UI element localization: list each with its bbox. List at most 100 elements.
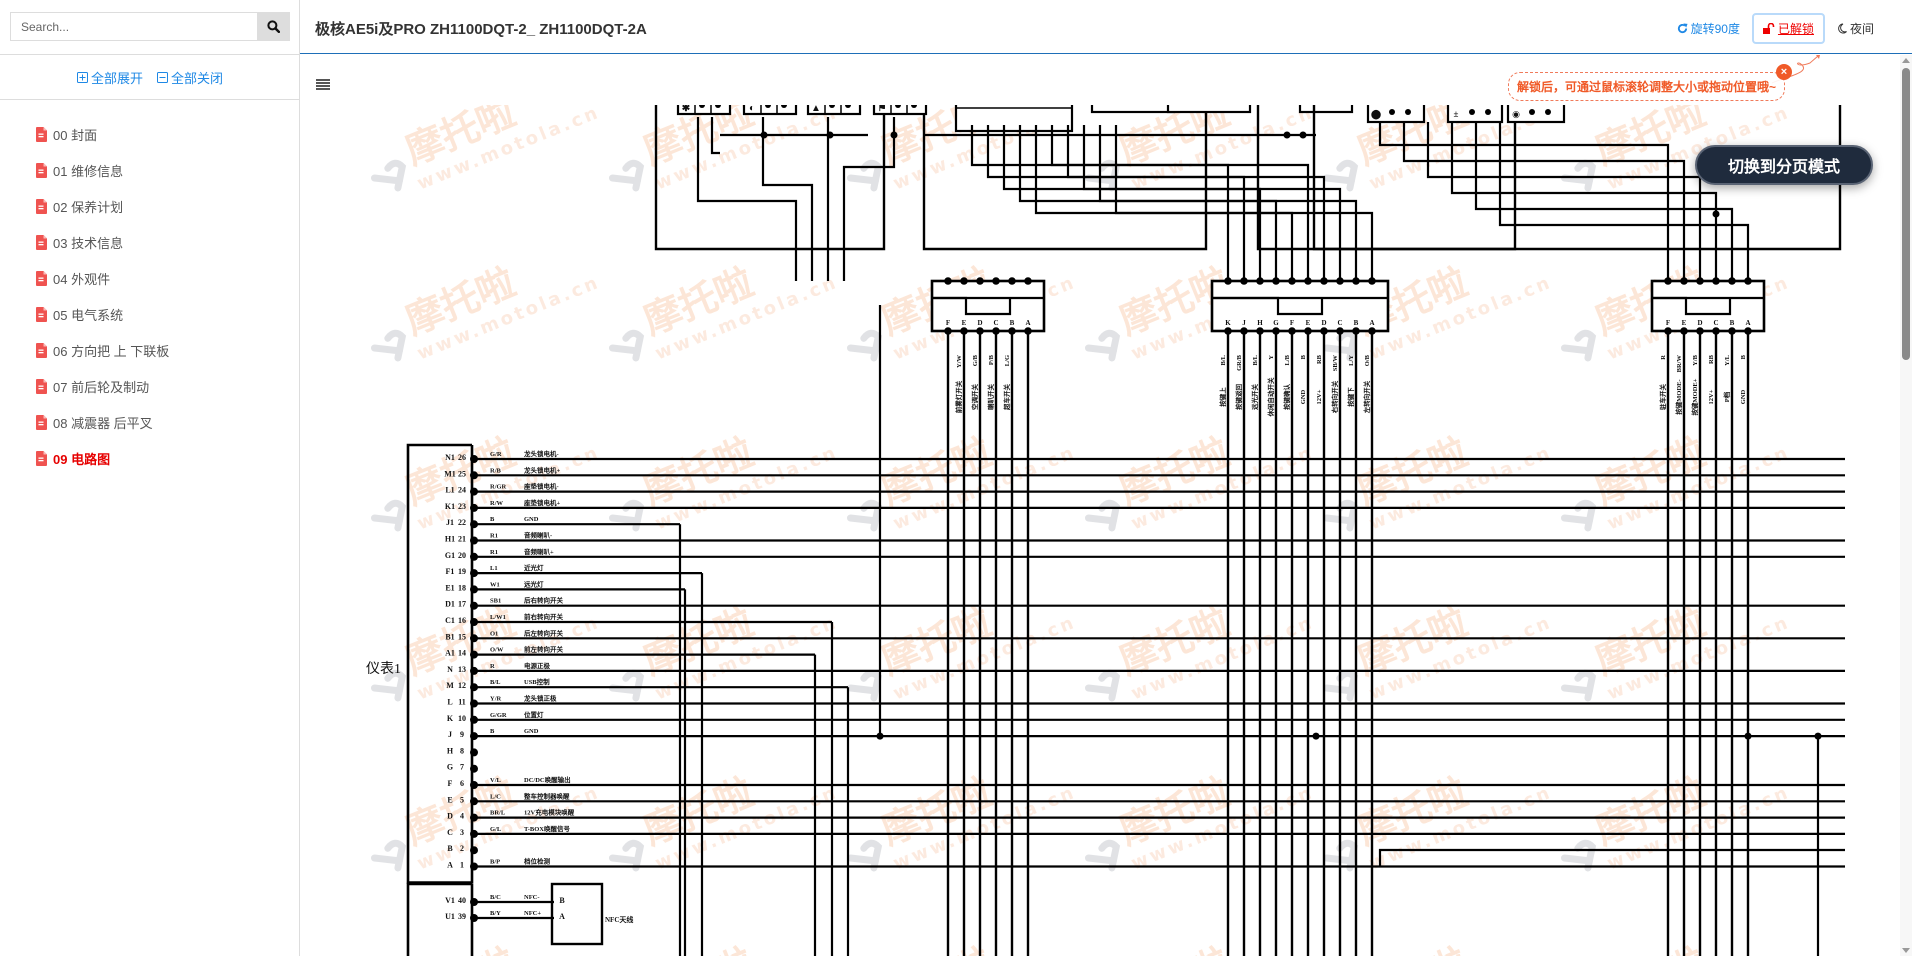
sidebar-item-7[interactable]: 07 前后轮及制动 [36,368,169,404]
unlock-button[interactable]: 已解锁 [1751,13,1825,44]
svg-text:座垫锁电机+: 座垫锁电机+ [523,498,561,507]
svg-text:G: G [1273,319,1279,327]
svg-text:L/Y: L/Y [1348,355,1355,366]
search-button[interactable] [257,12,290,41]
plus-square-icon [76,71,88,83]
svg-text:G: G [447,763,453,772]
sidebar-item-8[interactable]: 08 减震器 后平叉 [36,404,169,440]
svg-text:BR/L: BR/L [490,810,506,817]
svg-text:L/G: L/G [1004,355,1011,366]
collapse-all-button[interactable]: 全部关闭 [157,66,223,88]
svg-text:N1: N1 [445,453,455,462]
svg-text:24: 24 [458,486,466,495]
vertical-scrollbar[interactable] [1900,55,1912,956]
rotate-icon [1677,23,1688,34]
svg-text:H1: H1 [445,535,455,544]
sidebar-item-5[interactable]: 05 电气系统 [36,296,169,332]
wiring-diagram[interactable]: 摩托啦 www.motola.cn 摩托啦 www.motola.cn 摩托啦 … [300,105,1900,956]
night-mode-button[interactable]: 夜间 [1837,20,1874,37]
svg-text:B: B [447,844,453,853]
sidebar-item-6[interactable]: 06 方向把 上 下联板 [36,332,169,368]
svg-text:摩托啦: 摩托啦 [637,940,759,956]
svg-text:U1: U1 [445,912,455,921]
svg-text:RB: RB [1316,354,1323,364]
svg-text:近光灯: 近光灯 [524,563,544,572]
menu-icon[interactable] [316,79,330,91]
svg-text:D1: D1 [445,600,455,609]
svg-text:座垫锁电机-: 座垫锁电机- [523,482,559,491]
sidebar-item-label: 09 电路图 [53,451,111,467]
svg-text:R: R [490,663,495,670]
svg-text:摩托啦: 摩托啦 [399,940,521,956]
expand-all-label: 全部展开 [90,70,143,86]
svg-text:J1: J1 [446,518,454,527]
sidebar-item-1[interactable]: 01 维修信息 [36,152,169,188]
svg-text:E: E [447,795,452,804]
svg-text:C: C [1337,319,1342,327]
scroll-thumb[interactable] [1902,68,1910,360]
document-icon [36,126,47,142]
svg-text:B: B [490,516,495,523]
diagram-viewer[interactable]: 摩托啦 www.motola.cn 摩托啦 www.motola.cn 摩托啦 … [300,55,1912,956]
svg-text:L: L [447,698,452,707]
svg-text:NFC-: NFC- [524,894,540,901]
svg-text:3: 3 [460,828,464,837]
svg-text:G/R: G/R [490,451,502,458]
scroll-up-arrow-icon[interactable] [1902,58,1910,63]
svg-text:Y/R: Y/R [490,696,502,703]
svg-text:20: 20 [458,551,466,560]
sidebar-item-9[interactable]: 09 电路图 [36,440,169,476]
svg-text:8: 8 [460,746,464,755]
svg-text:档位检测: 档位检测 [523,857,551,866]
svg-text:18: 18 [458,583,466,592]
document-icon [36,342,47,358]
sidebar-item-4[interactable]: 04 外观件 [36,260,169,296]
svg-text:GND: GND [524,516,539,523]
svg-text:USB控制: USB控制 [524,677,550,686]
sidebar-item-label: 06 方向把 上 下联板 [53,343,170,359]
svg-text:V/L: V/L [490,777,502,784]
svg-text:龙头锁正极: 龙头锁正极 [523,694,557,703]
svg-text:R/B: R/B [490,467,502,474]
svg-text:按键确认: 按键确认 [1282,384,1291,411]
svg-text:39: 39 [458,912,466,921]
svg-text:5: 5 [460,795,464,804]
page-mode-button[interactable]: 切换到分页模式 [1695,145,1873,185]
svg-text:R1: R1 [490,533,498,540]
svg-text:D: D [977,319,982,327]
sidebar-item-label: 00 封面 [53,127,98,143]
unlock-icon [1762,23,1775,34]
svg-text:E1: E1 [445,583,454,592]
svg-text:超车开关: 超车开关 [1002,384,1011,412]
svg-text:龙头锁电机+: 龙头锁电机+ [523,465,561,474]
svg-text:A: A [447,861,453,870]
sidebar-item-0[interactable]: 00 封面 [36,116,169,152]
svg-text:GND: GND [1740,389,1747,404]
rotate-button[interactable]: 旋转90度 [1677,20,1740,37]
document-icon [36,378,47,394]
svg-text:P/B: P/B [988,354,995,365]
document-icon [36,198,47,214]
document-icon [36,450,47,466]
sidebar-item-2[interactable]: 02 保养计划 [36,188,169,224]
svg-text:M1: M1 [444,469,456,478]
sidebar-item-3[interactable]: 03 技术信息 [36,224,169,260]
tooltip-close-button[interactable]: × [1776,64,1793,80]
document-icon [36,306,47,322]
svg-text:25: 25 [458,469,466,478]
scroll-down-arrow-icon[interactable] [1902,948,1910,953]
svg-text:C1: C1 [445,616,455,625]
svg-text:G/B: G/B [972,354,979,366]
svg-text:B: B [1300,354,1307,359]
expand-all-button[interactable]: 全部展开 [76,66,143,88]
search-input[interactable] [10,12,257,41]
svg-text:B/L: B/L [490,679,501,686]
svg-text:V1: V1 [445,896,455,905]
svg-text:A: A [559,912,565,921]
svg-text:按键下: 按键下 [1346,387,1355,407]
svg-text:B: B [490,728,495,735]
svg-text:F1: F1 [446,567,455,576]
svg-text:B/P: B/P [490,859,500,866]
svg-text:K1: K1 [445,502,455,511]
